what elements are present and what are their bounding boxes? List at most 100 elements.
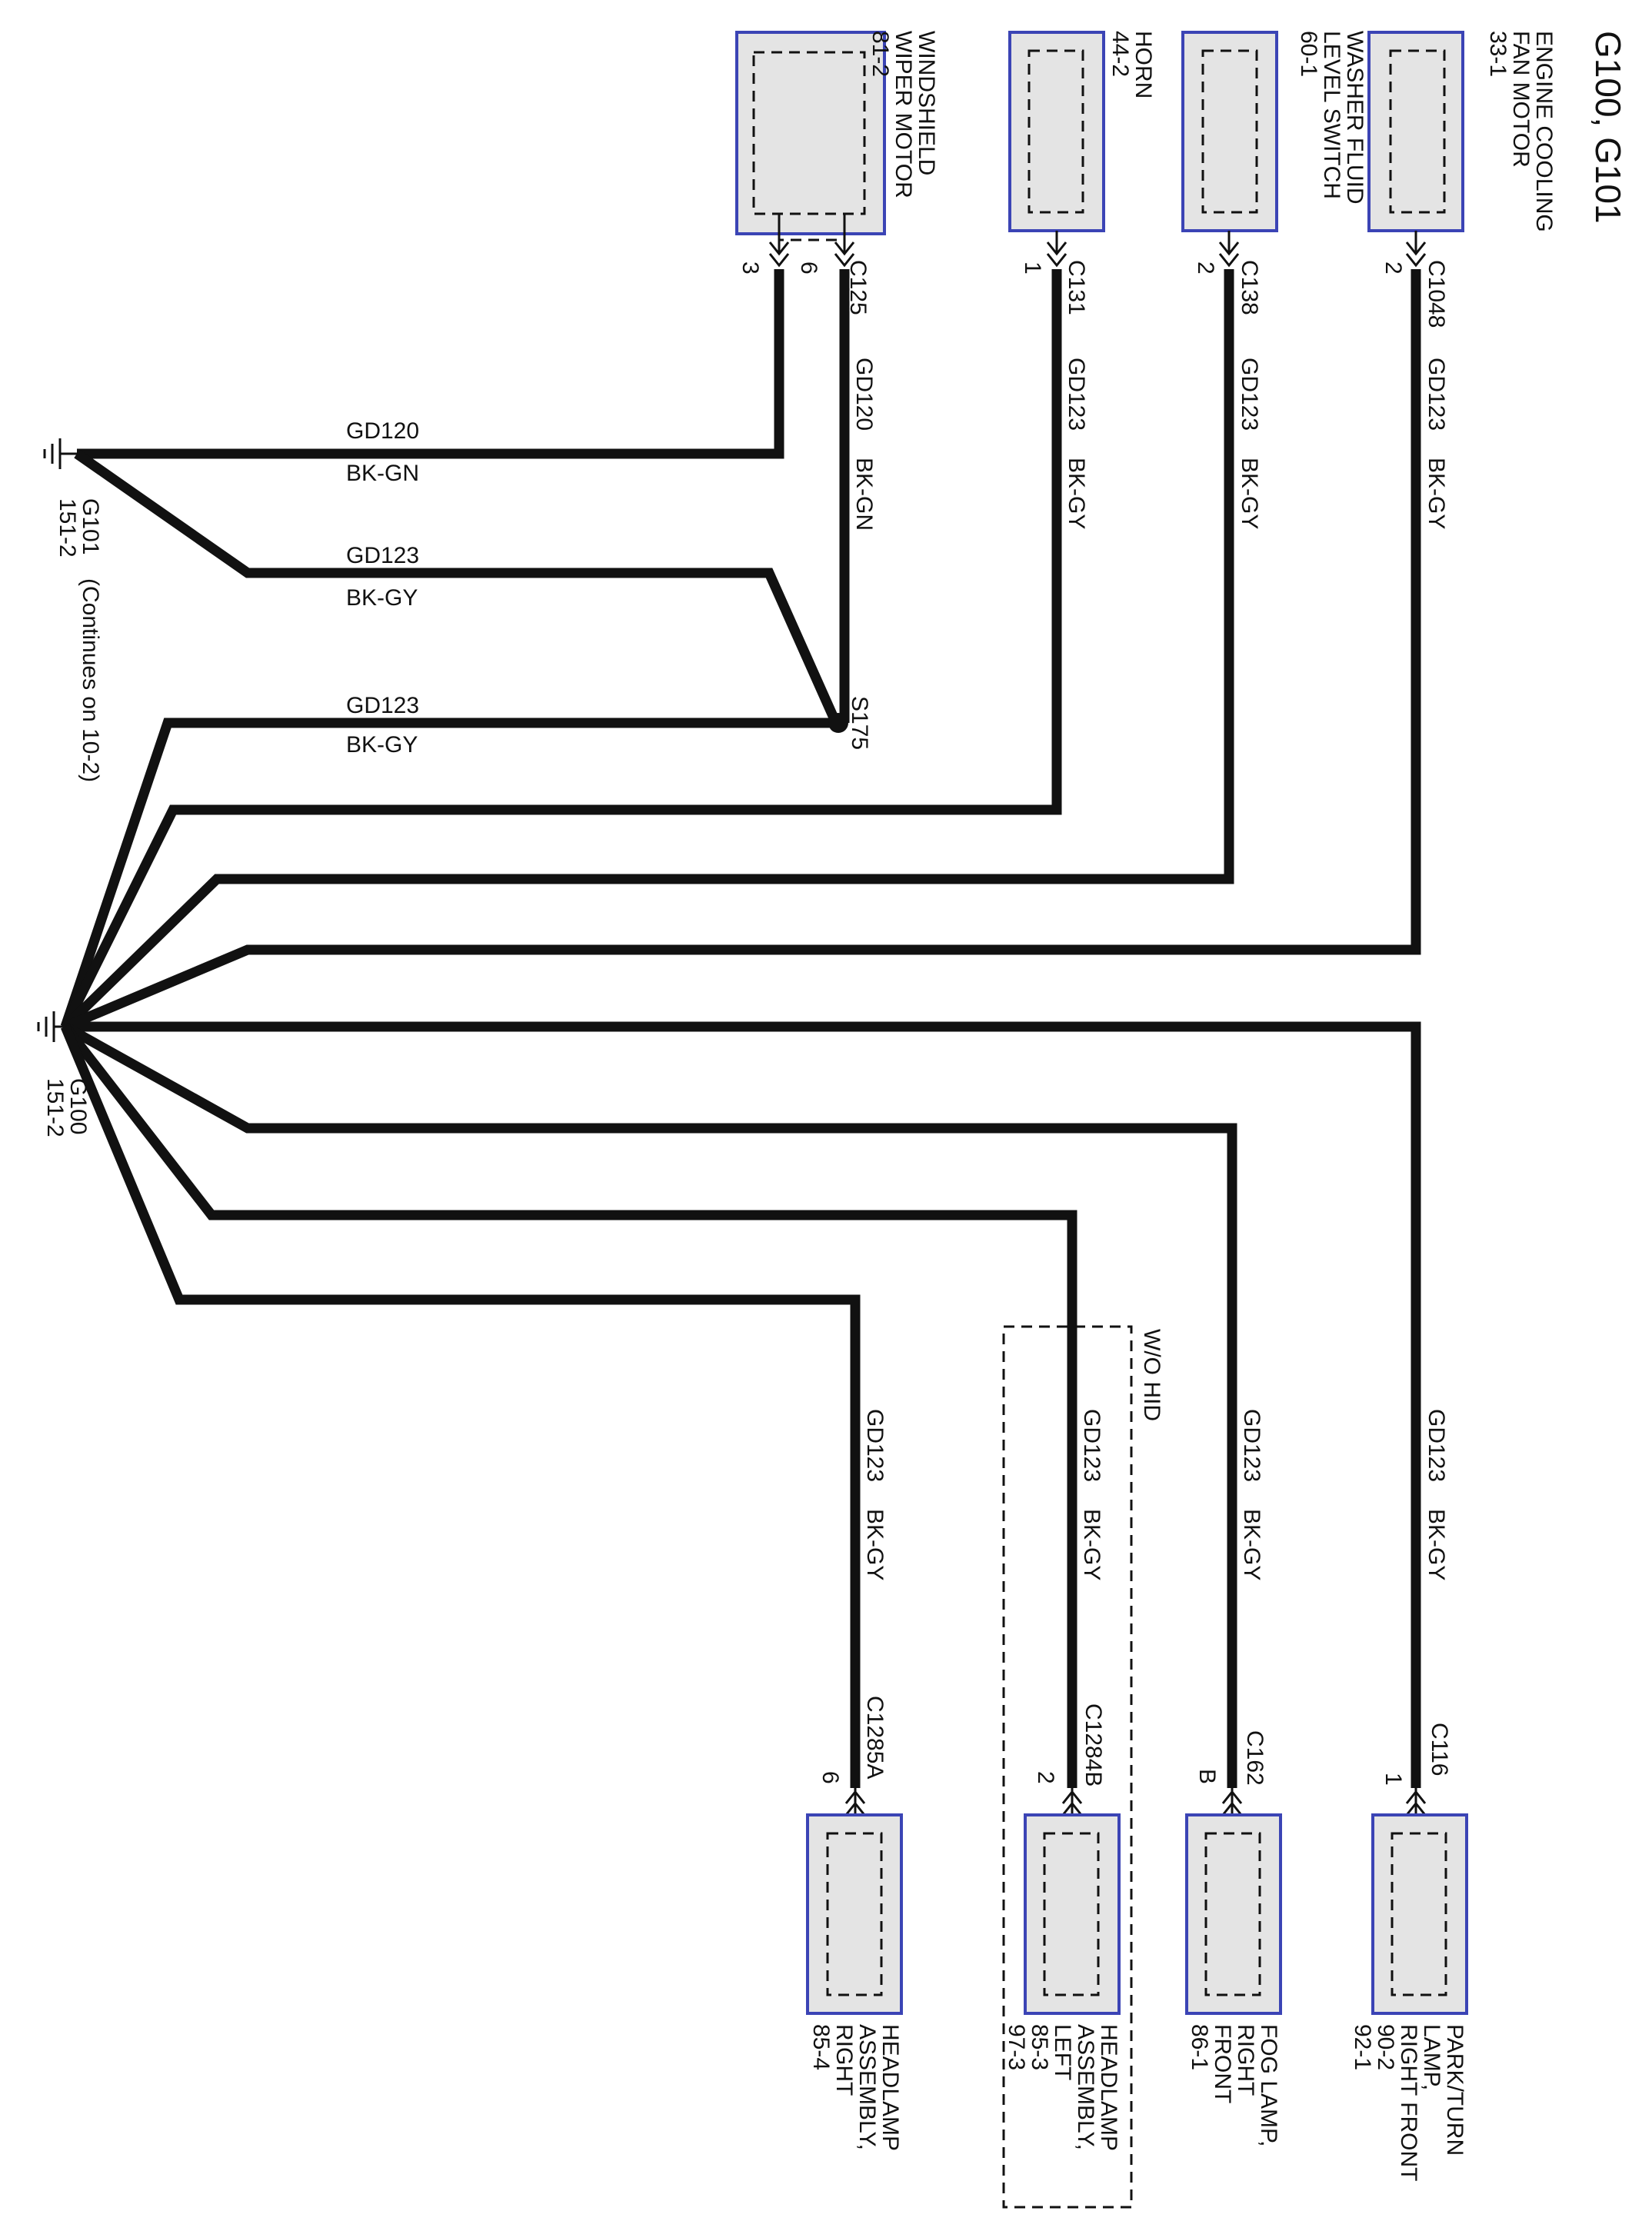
wire-color-headlamp-right: BK-GY [862, 1509, 888, 1580]
ground-g100-name: G100 [65, 1078, 91, 1134]
fan-motor-name-2: FAN MOTOR [1508, 31, 1534, 168]
horn-connector: C131 [1064, 260, 1089, 315]
ground-g100-ref: 151-2 [42, 1078, 68, 1137]
washer-switch-connector: C138 [1237, 260, 1262, 315]
park-lamp-pin: 1 [1381, 1773, 1406, 1786]
fan-motor-name-3: 33-1 [1485, 31, 1510, 77]
washer-switch-pin: 2 [1193, 261, 1218, 275]
wire-label-headlamp-left: GD123 [1079, 1409, 1104, 1482]
svg-text:WINDSHIELD WIPER MOTOR: WINDSHIELD WIPER MOTOR 81-2 [868, 31, 939, 205]
wire-horn-to-g100 [61, 269, 1062, 1029]
ground-g100-icon [37, 1011, 65, 1042]
wire-label-gd123-mid: GD123 [346, 543, 419, 568]
fog-lamp-name-1: FOG LAMP, [1256, 2024, 1281, 2147]
washer-switch-name-1: WASHER FLUID [1342, 31, 1367, 205]
wiper-motor-pin-3: 3 [738, 261, 763, 275]
horn [1008, 31, 1105, 268]
wire-s175-to-g100 [60, 718, 836, 1029]
wire-label-washer: GD123 [1237, 358, 1262, 431]
wire-g100-to-park-lamp [65, 1021, 1421, 1788]
svg-text:HORN 44-2: HORN 44-2 [1107, 31, 1156, 105]
horn-name-1: HORN [1131, 31, 1156, 98]
headlamp-left-name-3: LEFT [1050, 2024, 1075, 2080]
svg-text:PARK/TURN LAMP, RIGHT: PARK/TURN LAMP, RIGHT FRONT 90-2 92-1 [1350, 2024, 1467, 2187]
splice-s175-dot [828, 713, 848, 733]
wire-label-wiper: GD120 [851, 358, 877, 431]
svg-text:HEADLAMP ASSEMBLY, LEF: HEADLAMP ASSEMBLY, LEFT 85-3 97-3 [1004, 2024, 1121, 2157]
wire-color-fan: BK-GY [1424, 458, 1449, 529]
wiper-motor-name-2: WIPER MOTOR [891, 31, 916, 198]
wire-color-bkgy-mid: BK-GY [346, 585, 418, 611]
wire-washer-to-g100 [62, 269, 1234, 1031]
wire-s175-to-g101 [74, 449, 841, 725]
washer-fluid-level-switch [1181, 31, 1278, 268]
park-lamp-name-2: LAMP, [1419, 2024, 1444, 2090]
wire-color-wiper: BK-GN [851, 458, 877, 531]
wire-color-horn: BK-GY [1064, 458, 1089, 529]
wire-color-fog: BK-GY [1239, 1509, 1264, 1580]
park-lamp-name-5: 92-1 [1350, 2024, 1375, 2070]
wire-label-headlamp-right: GD123 [862, 1409, 888, 1482]
fog-lamp-right-front [1185, 1788, 1282, 2015]
park-lamp-name-3: RIGHT FRONT [1396, 2024, 1421, 2181]
wire-color-bkgn-top: BK-GN [346, 461, 419, 486]
headlamp-right-connector: C1285A [862, 1696, 888, 1779]
headlamp-right-name-1: HEADLAMP [878, 2024, 903, 2151]
svg-text:G100 151-2: G100 151-2 [42, 1078, 91, 1141]
fog-lamp-name-3: FRONT [1210, 2024, 1235, 2103]
fog-lamp-connector: C162 [1242, 1730, 1267, 1786]
headlamp-left-name-1: HEADLAMP [1096, 2024, 1121, 2151]
fog-lamp-name-4: 86-1 [1187, 2024, 1212, 2070]
wiper-motor-name-3: 81-2 [868, 31, 893, 77]
wire-label-horn: GD123 [1064, 358, 1089, 431]
headlamp-left-name-4: 85-3 [1027, 2024, 1052, 2070]
wire-g100-to-headlamp-right [61, 1024, 861, 1788]
wire-color-park: BK-GY [1424, 1509, 1449, 1580]
svg-text:HEADLAMP ASSEMBLY, RIG: HEADLAMP ASSEMBLY, RIGHT 85-4 [808, 2024, 903, 2157]
wire-label-gd120-top: GD120 [346, 418, 419, 444]
headlamp-left-pin: 2 [1033, 1771, 1058, 1784]
wiper-motor-name-1: WINDSHIELD [914, 31, 939, 175]
wire-label-fog: GD123 [1239, 1409, 1264, 1482]
headlamp-right-name-4: 85-4 [808, 2024, 834, 2070]
ground-g101-note: (Continues on 10-2) [78, 578, 103, 782]
wire-wiper-pin3-to-g101 [77, 269, 784, 459]
fan-motor-name-1: ENGINE COOLING [1531, 31, 1557, 232]
wire-g100-to-headlamp-left [61, 1024, 1077, 1788]
windshield-wiper-motor [735, 31, 886, 268]
headlamp-right-name-3: RIGHT [831, 2024, 857, 2096]
headlamp-right-pin: 6 [818, 1771, 843, 1784]
svg-text:FOG LAMP, RIGHT FRONT: FOG LAMP, RIGHT FRONT 86-1 [1187, 2024, 1281, 2153]
washer-switch-name-2: LEVEL SWITCH [1319, 31, 1344, 199]
engine-cooling-fan-motor [1367, 31, 1464, 268]
wire-color-bkgy-s175: BK-GY [346, 732, 418, 758]
without-hid-label: W/O HID [1139, 1329, 1164, 1421]
fan-motor-pin: 2 [1381, 261, 1406, 275]
ground-g101-name: G101 [78, 498, 103, 554]
headlamp-assembly-right [806, 1788, 903, 2015]
park-turn-lamp-right-front [1371, 1788, 1468, 2015]
svg-text:WASHER FLUID LEVEL SWITCH: WASHER FLUID LEVEL SWITCH 60-1 [1296, 31, 1367, 211]
fog-lamp-name-2: RIGHT [1233, 2024, 1258, 2096]
ground-g101-ref: 151-2 [55, 498, 80, 558]
horn-name-2: 44-2 [1107, 31, 1133, 77]
svg-text:G101 151-2: G101 151-2 [55, 498, 103, 561]
headlamp-left-name-5: 97-3 [1004, 2024, 1029, 2070]
wire-color-washer: BK-GY [1237, 458, 1262, 529]
park-lamp-name-4: 90-2 [1373, 2024, 1398, 2070]
svg-text:ENGINE COOLING FAN MOTOR: ENGINE COOLING FAN MOTOR 33-1 [1485, 31, 1557, 238]
horn-pin: 1 [1020, 261, 1045, 275]
park-lamp-name-1: PARK/TURN [1442, 2024, 1467, 2156]
wire-g100-to-fog-lamp [62, 1022, 1237, 1788]
ground-g101-icon [43, 438, 77, 469]
wire-color-headlamp-left: BK-GY [1079, 1509, 1104, 1580]
wire-label-gd123-s175: GD123 [346, 693, 419, 718]
headlamp-right-name-2: ASSEMBLY, [854, 2024, 880, 2150]
headlamp-left-connector: C1284B [1081, 1703, 1106, 1786]
wire-fan-to-g100 [63, 269, 1421, 1031]
headlamp-assembly-left [1024, 1788, 1121, 2015]
splice-s175-label: S175 [847, 696, 872, 750]
park-lamp-connector: C116 [1427, 1723, 1452, 1776]
washer-switch-name-3: 60-1 [1296, 31, 1321, 77]
